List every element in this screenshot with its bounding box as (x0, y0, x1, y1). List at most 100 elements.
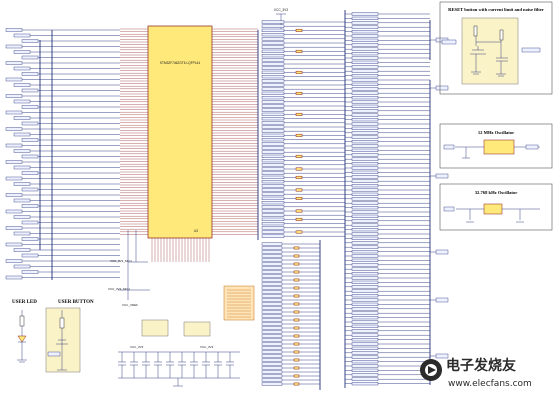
pushbutton-icon (470, 46, 486, 55)
net-flag-icon (261, 346, 283, 350)
ground-symbol-icon (471, 71, 506, 77)
lower-net-block (261, 242, 320, 386)
net-flag-icon (13, 215, 31, 219)
net-flag-icon (261, 258, 283, 262)
mcu-reference: U3 (194, 229, 198, 233)
net-flag-icon (5, 275, 23, 280)
net-flag-icon (261, 95, 285, 100)
net-flag-icon (21, 138, 39, 142)
net-flag-icon (351, 214, 379, 218)
user-button-title: USER BUTTON (58, 300, 94, 305)
net-flag-icon (261, 192, 285, 196)
net-flag-icon (351, 131, 379, 135)
net-flag-icon (351, 52, 379, 56)
net-flag-icon (261, 133, 285, 137)
net-flag-icon (435, 173, 449, 179)
net-flag-icon (261, 358, 283, 362)
net-flag-icon (13, 248, 31, 252)
resistor-icon (293, 254, 300, 258)
net-flag-icon (261, 330, 283, 334)
net-flag-icon (13, 264, 31, 269)
net-flag-icon (351, 87, 379, 91)
net-flag-icon (351, 161, 379, 166)
resistor-icon (295, 28, 303, 32)
net-flag-icon (351, 65, 379, 69)
net-flag-icon (261, 374, 283, 378)
far-right-net-column (345, 12, 449, 386)
net-flag-icon (351, 320, 379, 324)
net-flag-icon (351, 311, 379, 315)
resistor-icon (295, 188, 303, 192)
net-flag-icon (21, 121, 39, 126)
net-flag-icon (261, 24, 285, 28)
net-flag-icon (351, 360, 379, 364)
net-flag-icon (261, 196, 285, 200)
net-flag-icon (261, 306, 283, 310)
net-flag-icon (261, 294, 283, 298)
net-flag-icon (21, 154, 39, 159)
net-flag-icon (13, 231, 31, 236)
net-flag-icon (351, 104, 379, 108)
net-flag-icon (351, 298, 379, 302)
net-flag-icon (261, 45, 285, 49)
net-flag-icon (351, 12, 379, 16)
net-flag-icon (351, 342, 379, 346)
net-flag-icon (261, 137, 285, 142)
net-flag-icon (261, 58, 285, 62)
net-flag-icon (261, 338, 283, 342)
resistor-icon (293, 310, 300, 314)
design-note-box (223, 285, 255, 321)
net-flag-icon (13, 83, 31, 87)
osc32-section-title: 32.768 kHz Oscillator (475, 190, 518, 195)
net-flag-icon (261, 142, 285, 146)
net-flag-icon (261, 221, 285, 226)
net-flag-icon (261, 314, 283, 318)
net-flag-icon (261, 250, 283, 254)
resistor-icon (293, 294, 300, 298)
net-flag-icon (351, 280, 379, 284)
net-flag-icon (261, 188, 285, 192)
net-flag-icon (351, 329, 379, 333)
net-flag-icon (261, 230, 285, 234)
resistor-icon (19, 315, 25, 327)
net-flag-icon (5, 226, 23, 230)
net-flag-icon (351, 126, 379, 130)
net-flag-icon (13, 66, 31, 71)
net-flag-icon (5, 127, 23, 131)
net-flag-icon (261, 274, 283, 278)
net-flag-icon (261, 209, 285, 213)
net-flag-icon (351, 201, 379, 205)
net-flag-icon (261, 382, 283, 386)
net-flag-icon (351, 179, 379, 183)
osc-32khz-box: 32.768 kHz Oscillator (439, 183, 553, 231)
net-flag-icon (13, 198, 31, 203)
net-flag-icon (351, 166, 379, 170)
net-flag-icon (351, 333, 379, 337)
net-flag-icon (261, 20, 285, 24)
net-flag-icon (351, 192, 379, 196)
watermark-logo: 电子发烧友 www.elecfans.com (420, 357, 532, 389)
power-label-bot1: VCC_3V3 (130, 345, 144, 349)
net-flag-icon (351, 21, 379, 25)
net-flag-icon (21, 105, 39, 109)
net-flag-icon (261, 362, 283, 366)
net-flag-icon (261, 213, 285, 217)
power-label-top: VCC_3V3 (274, 8, 288, 12)
crystal-icon (483, 203, 503, 215)
mcu-body (147, 25, 213, 239)
net-flag-icon (261, 298, 283, 302)
net-flag-icon (351, 205, 379, 210)
net-flag-icon (5, 110, 23, 115)
net-flag-icon (351, 56, 379, 60)
net-flag-icon (261, 205, 285, 209)
net-flag-icon (351, 355, 379, 359)
resistor-icon (293, 262, 300, 266)
net-flag-icon (261, 354, 283, 358)
net-flag-icon (261, 100, 285, 104)
net-flag-icon (351, 258, 379, 262)
net-flag-icon (5, 28, 23, 32)
resistor-icon (295, 217, 303, 221)
resistor-icon (295, 230, 303, 234)
net-flag-icon (5, 242, 23, 247)
net-flag-icon (261, 350, 283, 354)
